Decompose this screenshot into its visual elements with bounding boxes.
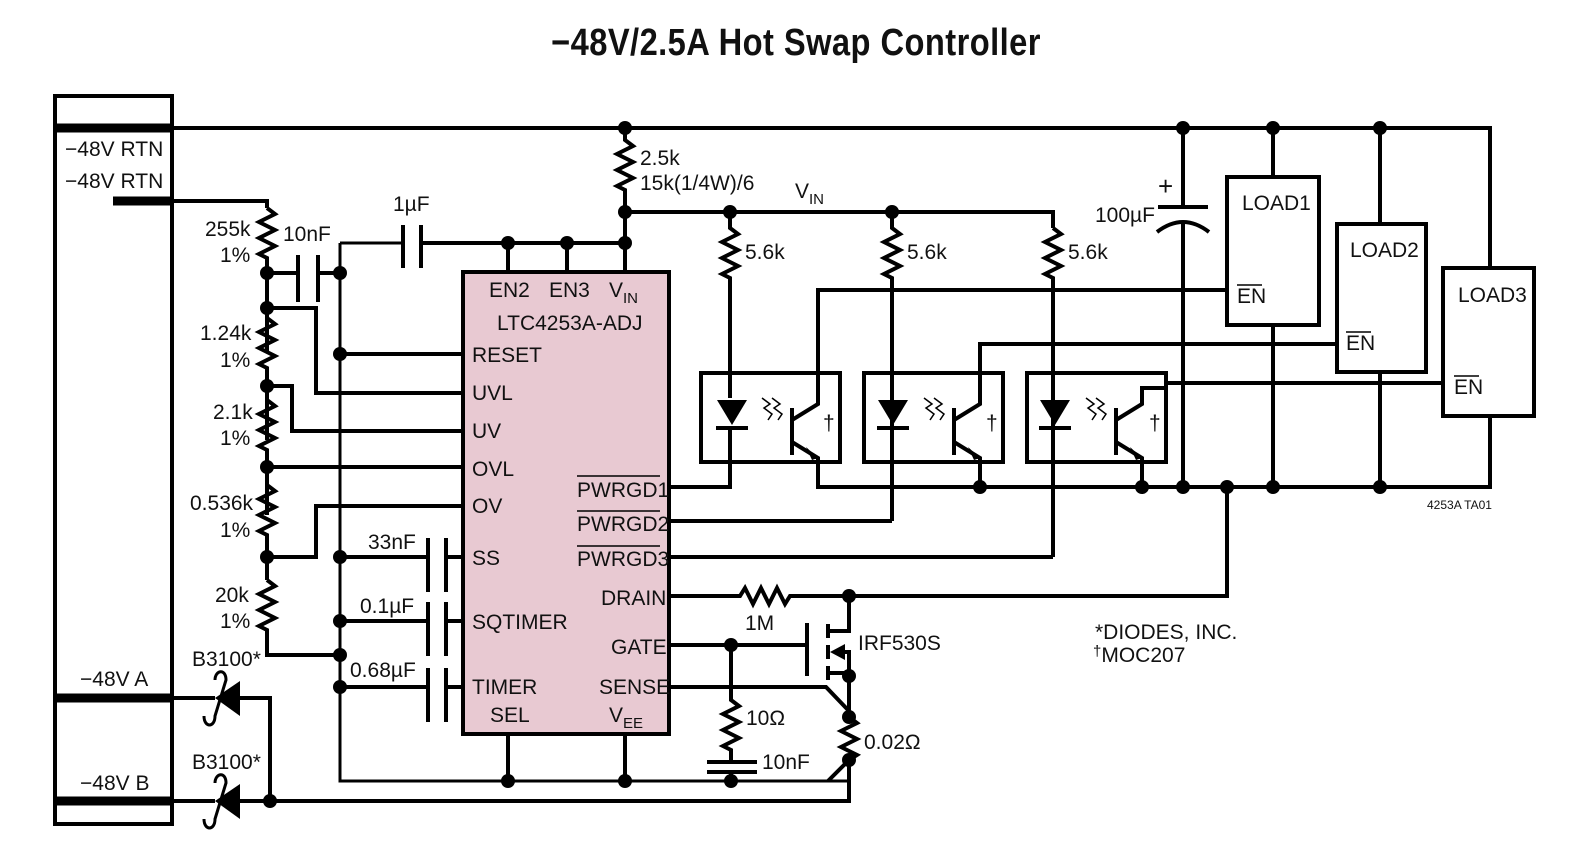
connector-pin-rtn2: −48V RTN — [65, 170, 163, 193]
ic-name: LTC4253A-ADJ — [497, 312, 643, 335]
ic-ltc4253a: EN2 EN3 VIN LTC4253A-ADJ RESET UVL UV OV… — [461, 270, 671, 736]
vin-res-value: 2.5k — [640, 147, 680, 170]
opto-3-mark: † — [1149, 412, 1161, 435]
pin-sqtimer: SQTIMER — [472, 611, 568, 634]
optocoupler-3: † — [1025, 371, 1443, 494]
pin-pwrgd1: PWRGD1 — [577, 479, 669, 502]
figure-id: 4253A TA01 — [1427, 498, 1492, 512]
note-diodes: *DIODES, INC. — [1095, 621, 1237, 644]
load-1: LOAD1 EN — [1225, 128, 1321, 494]
power-stage: 1M IRF530S 10Ω 10nF 0.02Ω — [669, 480, 1234, 788]
connector-pin-b: −48V B — [80, 772, 149, 795]
connector-body — [53, 94, 174, 826]
diode-a-label: B3100* — [192, 648, 261, 671]
connector-pin-rtn1: −48V RTN — [65, 138, 163, 161]
diagram-title: −48V/2.5A Hot Swap Controller — [551, 22, 1041, 64]
r5-value: 20k — [215, 584, 249, 607]
load-2-name: LOAD2 — [1350, 239, 1419, 262]
connector-pin-a: −48V A — [80, 668, 148, 691]
r-gate-label: 10Ω — [746, 707, 785, 730]
load-1-en: EN — [1237, 285, 1266, 308]
r-sense-label: 0.02Ω — [864, 731, 921, 754]
vin-label: VIN — [795, 180, 824, 208]
resistor-0-536k — [254, 483, 280, 580]
bulk-cap: + 100µF — [1095, 128, 1211, 494]
opto-1-mark: † — [823, 412, 835, 435]
note-moc: †MOC207 — [1093, 643, 1185, 667]
pin-vin: VIN — [609, 279, 638, 307]
load-3-en: EN — [1454, 376, 1483, 399]
r2-value: 1.24k — [200, 322, 252, 345]
cap-gate-label: 10nF — [762, 751, 810, 774]
pin-gate: GATE — [611, 636, 667, 659]
r3-tol: 1% — [220, 427, 250, 450]
load-3: LOAD3 EN — [1441, 266, 1536, 418]
r1-tol: 1% — [220, 244, 250, 267]
connector: −48V RTN −48V RTN −48V A −48V B — [53, 94, 174, 826]
pin-pwrgd3: PWRGD3 — [577, 548, 669, 571]
r3-value: 2.1k — [213, 401, 253, 424]
r1-value: 255k — [205, 218, 251, 241]
cap-sqtimer-label: 0.1µF — [360, 595, 414, 618]
pin-en2: EN2 — [489, 279, 530, 302]
cap-timer-label: 0.68µF — [350, 659, 416, 682]
pin-uvl: UVL — [472, 382, 513, 405]
optocouplers: † † † — [699, 288, 1492, 494]
diodes: B3100* B3100* — [172, 648, 851, 830]
opto-2-mark: † — [986, 412, 998, 435]
pullups: 5.6k 5.6k 5.6k — [717, 212, 1108, 557]
loads: LOAD1 EN LOAD2 EN LOAD3 EN — [1225, 128, 1536, 494]
bulk-cap-label: 100µF — [1095, 204, 1155, 227]
resistor-1-24k — [254, 316, 280, 440]
vin-res-rating: 15k(1/4W)/6 — [640, 172, 754, 195]
r4-tol: 1% — [220, 519, 250, 542]
resistor-2-1k — [254, 398, 280, 515]
load-2: LOAD2 EN — [1335, 128, 1428, 494]
pullup-2-label: 5.6k — [907, 241, 947, 264]
ic-body — [461, 270, 671, 736]
load-3-name: LOAD3 — [1458, 284, 1527, 307]
pin-en3: EN3 — [549, 279, 590, 302]
resistor-255k — [254, 206, 280, 353]
cap-1uf-label: 1µF — [393, 193, 430, 216]
pin-pwrgd2: PWRGD2 — [577, 513, 669, 536]
r-drain-label: 1M — [745, 612, 774, 635]
optocoupler-1: † — [699, 288, 1492, 489]
pin-sel: SEL — [490, 704, 530, 727]
pwrgd-wires — [669, 430, 1053, 559]
ic-left-wires: 33nF 0.1µF 0.68µF — [267, 306, 632, 788]
pin-sense: SENSE — [599, 676, 670, 699]
r2-tol: 1% — [220, 349, 250, 372]
pin-ss: SS — [472, 547, 500, 570]
optocoupler-2: † — [862, 342, 1337, 494]
notes: *DIODES, INC. †MOC207 4253A TA01 — [1093, 498, 1492, 667]
divider-chain: 255k 1% 1.24k 1% 2.1k 1% 0.536k 1% 20k 1… — [172, 199, 340, 657]
r5-tol: 1% — [220, 610, 250, 633]
pin-ovl: OVL — [472, 458, 514, 481]
pullup-1-label: 5.6k — [745, 241, 785, 264]
r4-value: 0.536k — [190, 492, 254, 515]
pin-uv: UV — [472, 420, 501, 443]
bulk-cap-plus: + — [1158, 171, 1173, 201]
pin-drain: DRAIN — [601, 587, 666, 610]
resistor-20k — [254, 578, 340, 657]
cap-10nf-top: 10nF — [267, 223, 347, 302]
cap-10nf-label: 10nF — [283, 223, 331, 246]
pin-vee: VEE — [609, 704, 643, 732]
load-2-en: EN — [1346, 332, 1375, 355]
load-1-name: LOAD1 — [1242, 192, 1311, 215]
cap-1uf: 1µF — [393, 193, 632, 272]
diode-b-label: B3100* — [192, 751, 261, 774]
cap-ss-label: 33nF — [368, 531, 416, 554]
pullup-3-label: 5.6k — [1068, 241, 1108, 264]
pin-reset: RESET — [472, 344, 542, 367]
mosfet-label: IRF530S — [858, 632, 941, 655]
vin-resistor: 2.5k 15k(1/4W)/6 — [612, 128, 754, 272]
pin-ov: OV — [472, 495, 502, 518]
pin-timer: TIMER — [472, 676, 537, 699]
